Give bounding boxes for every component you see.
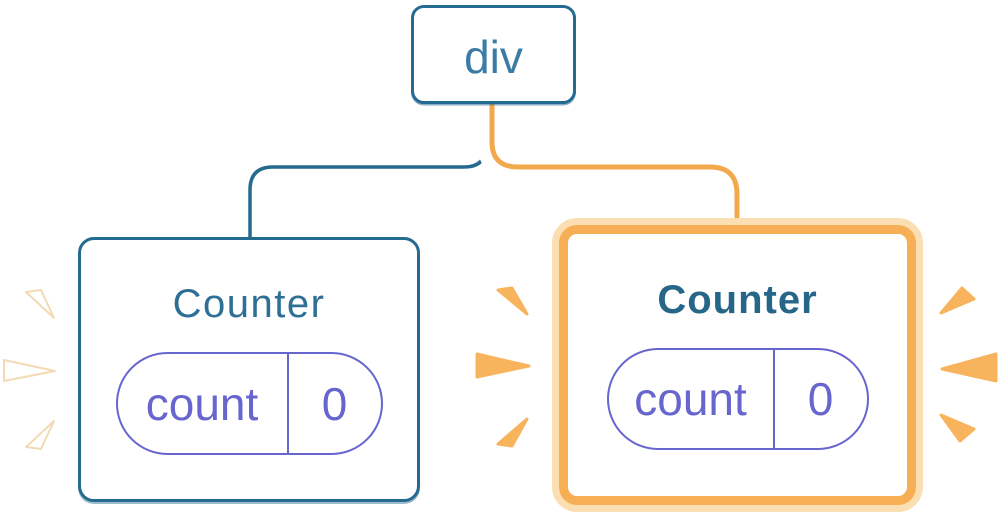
root-div-node: div (411, 5, 576, 104)
state-key-label: count (145, 377, 259, 430)
counter-title: Counter (657, 278, 818, 322)
edge-to-left-counter-icon (248, 102, 488, 240)
counter-node-left: Counter count 0 (78, 237, 420, 502)
state-pill: count 0 (606, 348, 869, 450)
state-key-label: count (634, 373, 747, 425)
edge-to-right-counter-icon (489, 102, 740, 227)
spark-burst-middle-icon (475, 286, 531, 448)
edge-to-right-counter-casing-icon (477, 102, 752, 219)
state-pill: count 0 (115, 352, 383, 455)
counter-title: Counter (172, 282, 326, 326)
spark-burst-right-icon (939, 286, 998, 443)
state-value: 0 (772, 350, 867, 448)
root-node-label: div (464, 30, 523, 83)
counter-node-right-highlighted: Counter count 0 (559, 225, 916, 505)
state-value: 0 (286, 354, 381, 453)
spark-burst-left-icon (3, 289, 56, 450)
